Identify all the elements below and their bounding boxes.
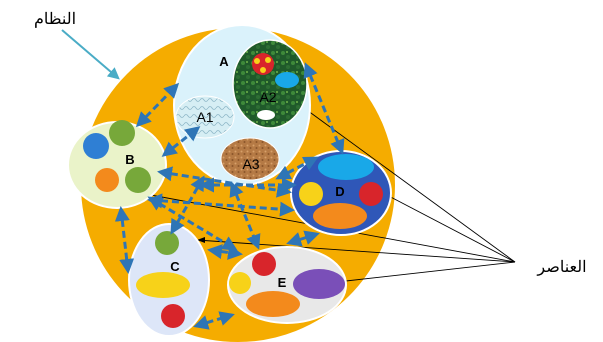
relation-arrow — [193, 311, 235, 330]
node-a2-white-oval — [257, 110, 275, 120]
node-a2-cyan-oval — [275, 72, 299, 88]
node-b: B — [67, 120, 167, 209]
node-d-cyan-oval — [318, 154, 374, 180]
node-e-purple-oval — [293, 269, 345, 299]
relation-arrow — [275, 156, 319, 180]
node-b-blue-circle — [83, 133, 109, 159]
node-c-label: C — [170, 259, 180, 274]
relation-arrow — [229, 181, 261, 250]
node-c: C — [128, 223, 210, 337]
node-c-green-circle — [155, 231, 179, 255]
node-a-label: A — [219, 54, 229, 69]
node-d-yellow-circle — [299, 182, 323, 206]
node-b-label: B — [125, 152, 134, 167]
node-e-label: E — [278, 275, 287, 290]
node-d-orange-oval — [313, 203, 367, 229]
relation-arrow — [207, 244, 243, 260]
relation-arrow — [135, 82, 180, 128]
node-d-red-circle — [359, 182, 383, 206]
node-b-green-circle — [125, 167, 151, 193]
node-e-orange-oval — [246, 291, 300, 317]
node-a2-yellow-dot — [260, 67, 266, 73]
node-e-yellow-circle — [229, 272, 251, 294]
node-a2-yellow-dot — [265, 57, 271, 63]
system-pointer-arrow — [61, 29, 120, 80]
node-b-green-circle — [109, 120, 135, 146]
node-d: D — [290, 150, 392, 236]
relation-arrow — [286, 230, 320, 247]
node-a2-label: A2 — [259, 89, 276, 105]
node-e-red-circle — [252, 252, 276, 276]
elements-label: العناصر — [536, 259, 586, 276]
node-a2-yellow-dot — [254, 58, 260, 64]
node-a: A A2 A1 A3 — [173, 24, 311, 186]
node-e: E — [227, 246, 347, 324]
relation-arrow — [161, 126, 201, 157]
node-c-red-circle — [161, 304, 185, 328]
node-c-yellow-oval — [136, 272, 190, 298]
node-b-orange-circle — [95, 168, 119, 192]
relation-arrow — [303, 62, 345, 155]
relation-arrows — [114, 62, 345, 330]
node-a1-label: A1 — [196, 109, 213, 125]
system-label: النظام — [34, 11, 76, 28]
node-a3-label: A3 — [242, 156, 259, 172]
node-d-label: D — [335, 184, 344, 199]
